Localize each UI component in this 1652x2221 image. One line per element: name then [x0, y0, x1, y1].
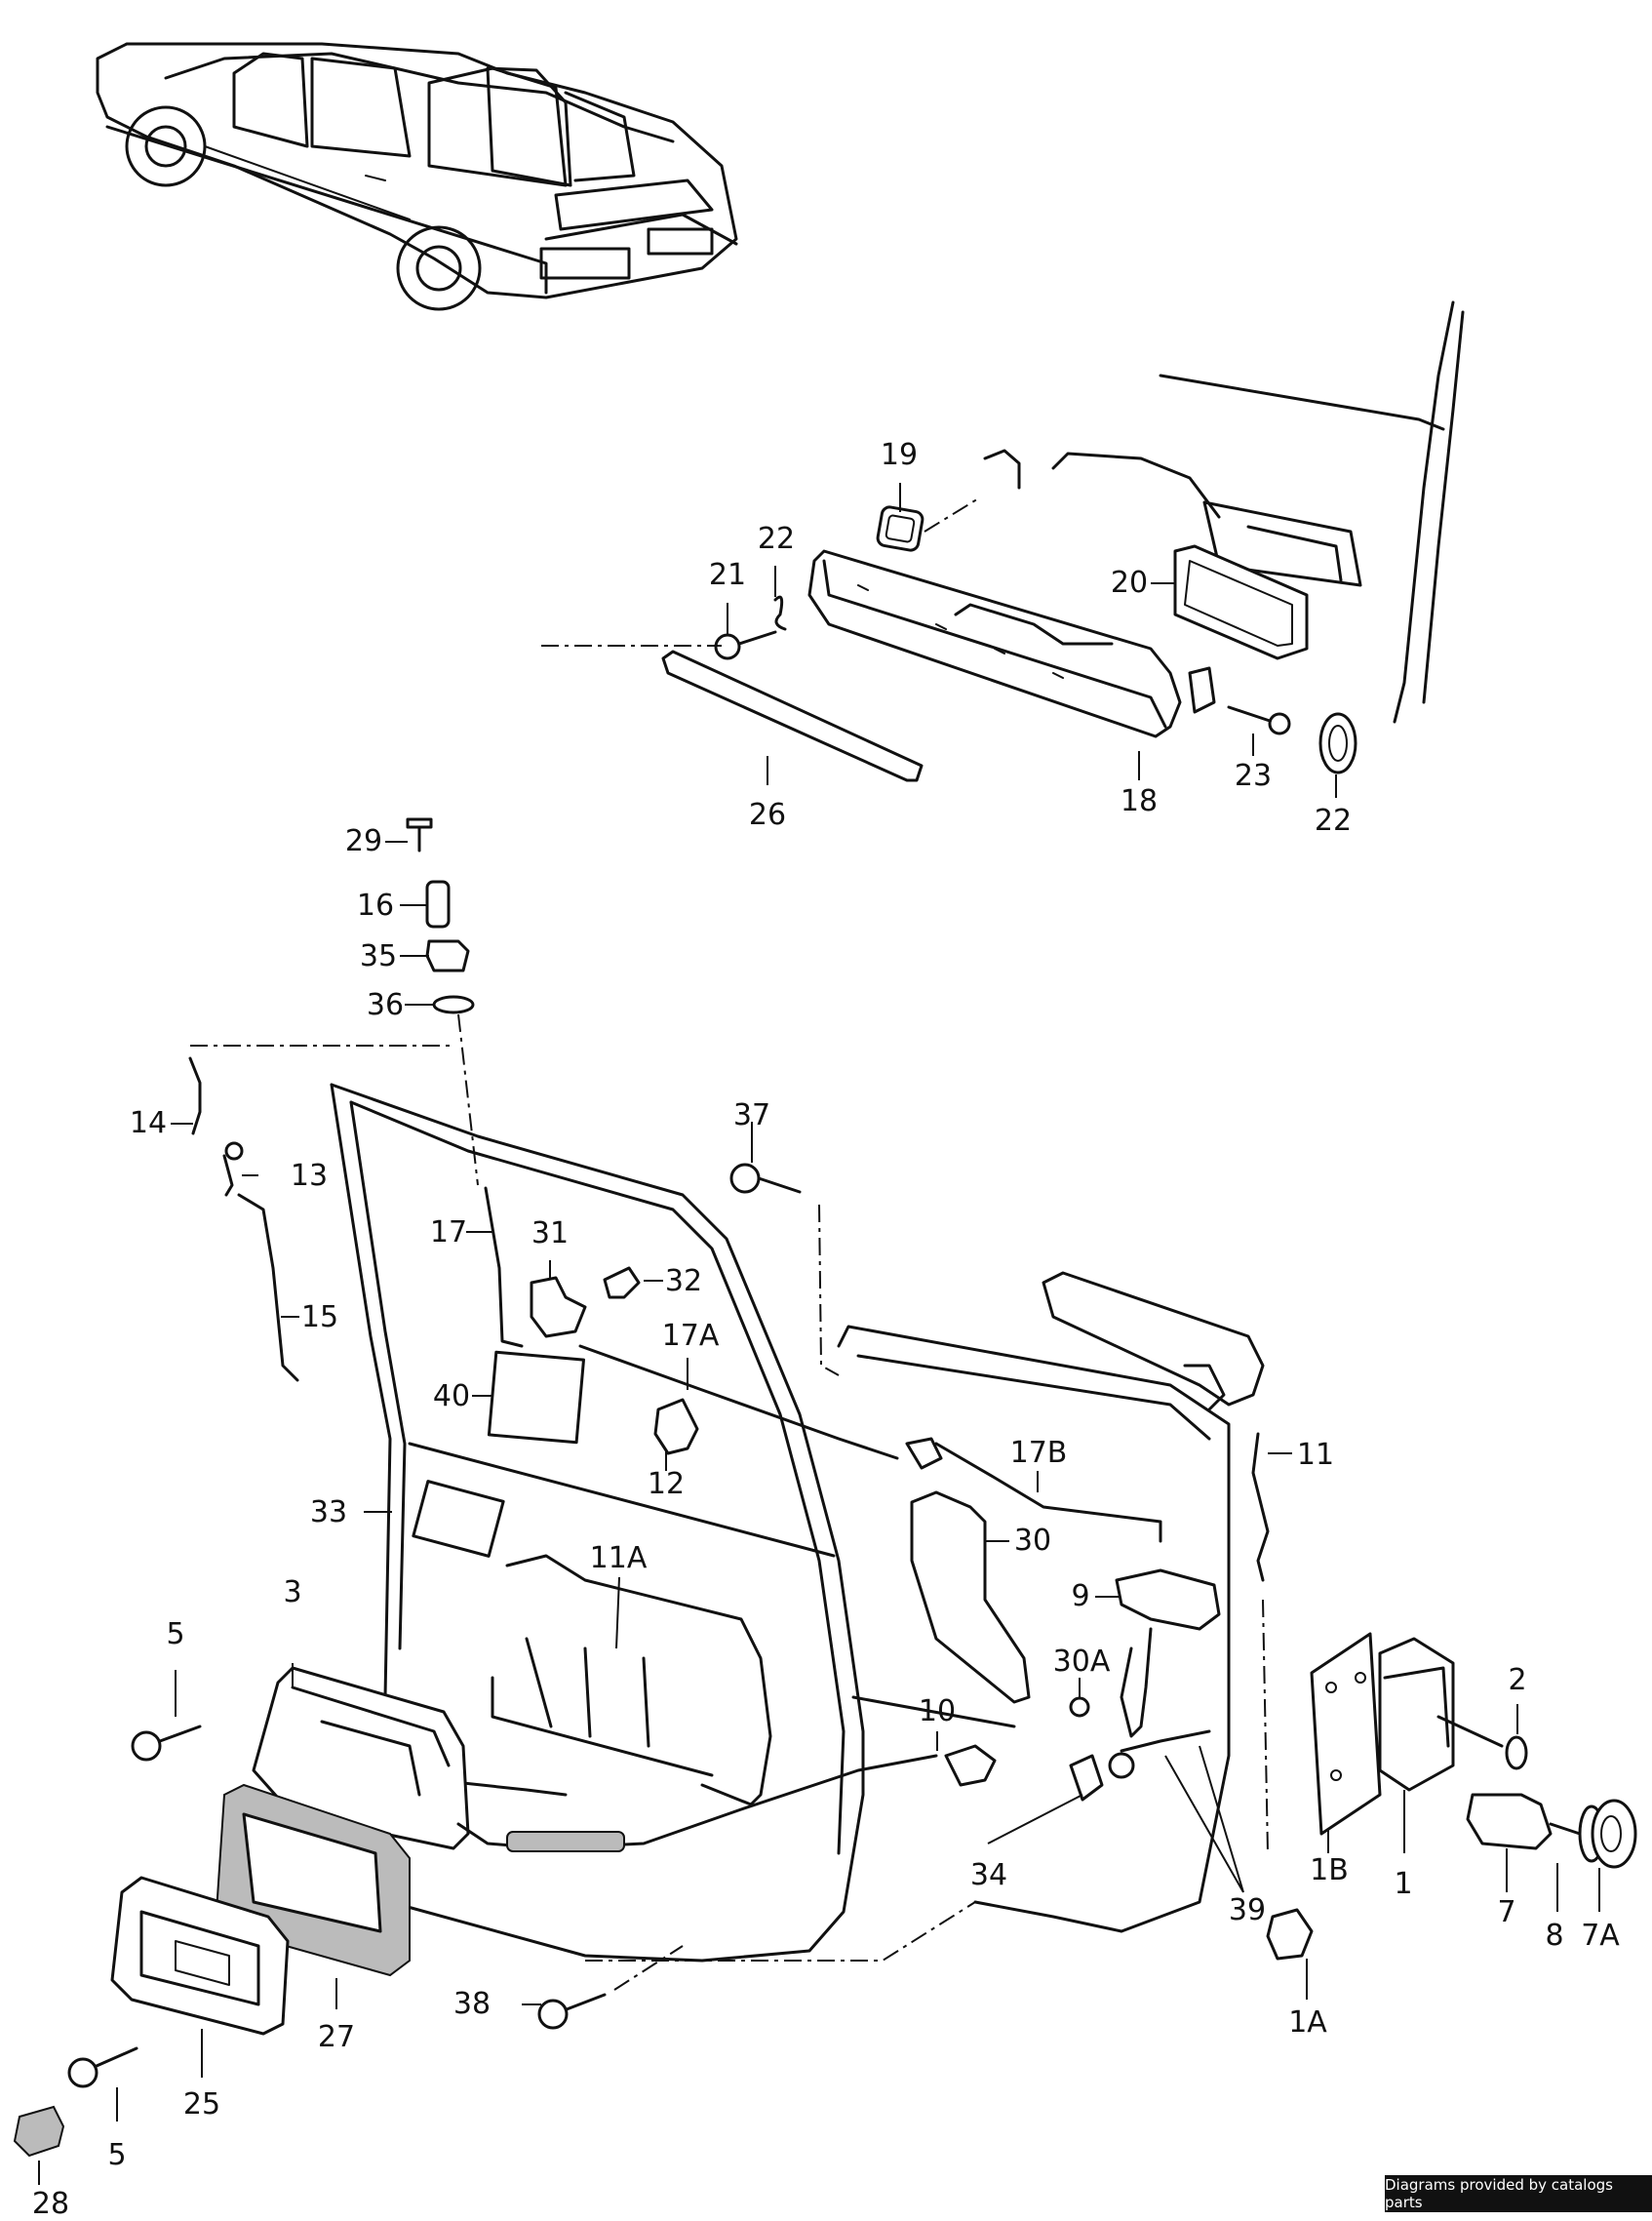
callout-22: 22 — [757, 522, 796, 556]
callout-11: 11 — [1296, 1438, 1335, 1472]
callout-1: 1 — [1394, 1867, 1413, 1901]
callout-34: 34 — [969, 1858, 1008, 1892]
callout-29: 29 — [344, 824, 383, 858]
callout-21: 21 — [708, 558, 747, 592]
callout-1B: 1B — [1310, 1853, 1349, 1887]
car-overview-illustration — [96, 42, 738, 311]
callout-5: 5 — [166, 1617, 185, 1651]
callout-2: 2 — [1508, 1663, 1527, 1697]
callout-14: 14 — [129, 1106, 168, 1140]
callout-30A: 30A — [1052, 1645, 1111, 1679]
callout-17B: 17B — [1009, 1436, 1068, 1470]
callout-37: 37 — [732, 1098, 771, 1132]
callout-28: 28 — [31, 2187, 70, 2221]
callout-17A: 17A — [661, 1319, 720, 1353]
latch-mechanism-right — [585, 1204, 1270, 1962]
callout-10: 10 — [918, 1694, 957, 1728]
callout-20: 20 — [1110, 566, 1149, 600]
callout-17: 17 — [429, 1215, 468, 1249]
lock-rods-left — [188, 1045, 453, 1382]
callout-22b: 22 — [1314, 804, 1353, 838]
callout-25: 25 — [182, 2087, 221, 2122]
callout-3: 3 — [283, 1575, 302, 1609]
callout-31: 31 — [531, 1216, 570, 1250]
callout-13: 13 — [290, 1159, 329, 1193]
callout-1A: 1A — [1288, 2005, 1327, 2040]
door-lock-group — [944, 1632, 1637, 1961]
inner-handle-group — [13, 1163, 938, 2158]
credit-banner: Diagrams provided by catalogs parts — [1385, 2175, 1652, 2212]
callout-26: 26 — [748, 798, 787, 832]
callout-9: 9 — [1071, 1579, 1090, 1613]
callout-18: 18 — [1120, 784, 1159, 818]
callout-leaders — [38, 483, 1600, 2185]
callout-40: 40 — [432, 1379, 471, 1413]
callout-12: 12 — [647, 1467, 686, 1501]
callout-16: 16 — [356, 889, 395, 923]
callout-23: 23 — [1234, 759, 1273, 793]
rear-door-outer-panel — [1051, 300, 1465, 724]
lock-knob-stack — [406, 817, 479, 1186]
callout-8: 8 — [1545, 1919, 1564, 1953]
callout-15: 15 — [300, 1300, 339, 1334]
callout-7: 7 — [1497, 1895, 1516, 1929]
callout-11A: 11A — [589, 1541, 648, 1575]
callout-7A: 7A — [1581, 1919, 1620, 1953]
callout-33: 33 — [309, 1495, 348, 1529]
outer-handle-assembly — [541, 449, 1357, 782]
callout-39: 39 — [1228, 1893, 1267, 1927]
callout-36: 36 — [366, 988, 405, 1022]
callout-38: 38 — [452, 1987, 492, 2021]
callout-35: 35 — [359, 939, 398, 973]
callout-32: 32 — [664, 1264, 703, 1298]
callout-30: 30 — [1013, 1524, 1052, 1558]
rear-door-inner-frame — [330, 1083, 1231, 1963]
callout-19: 19 — [880, 438, 919, 472]
callout-27: 27 — [317, 2020, 356, 2054]
callout-5b: 5 — [107, 2138, 127, 2172]
